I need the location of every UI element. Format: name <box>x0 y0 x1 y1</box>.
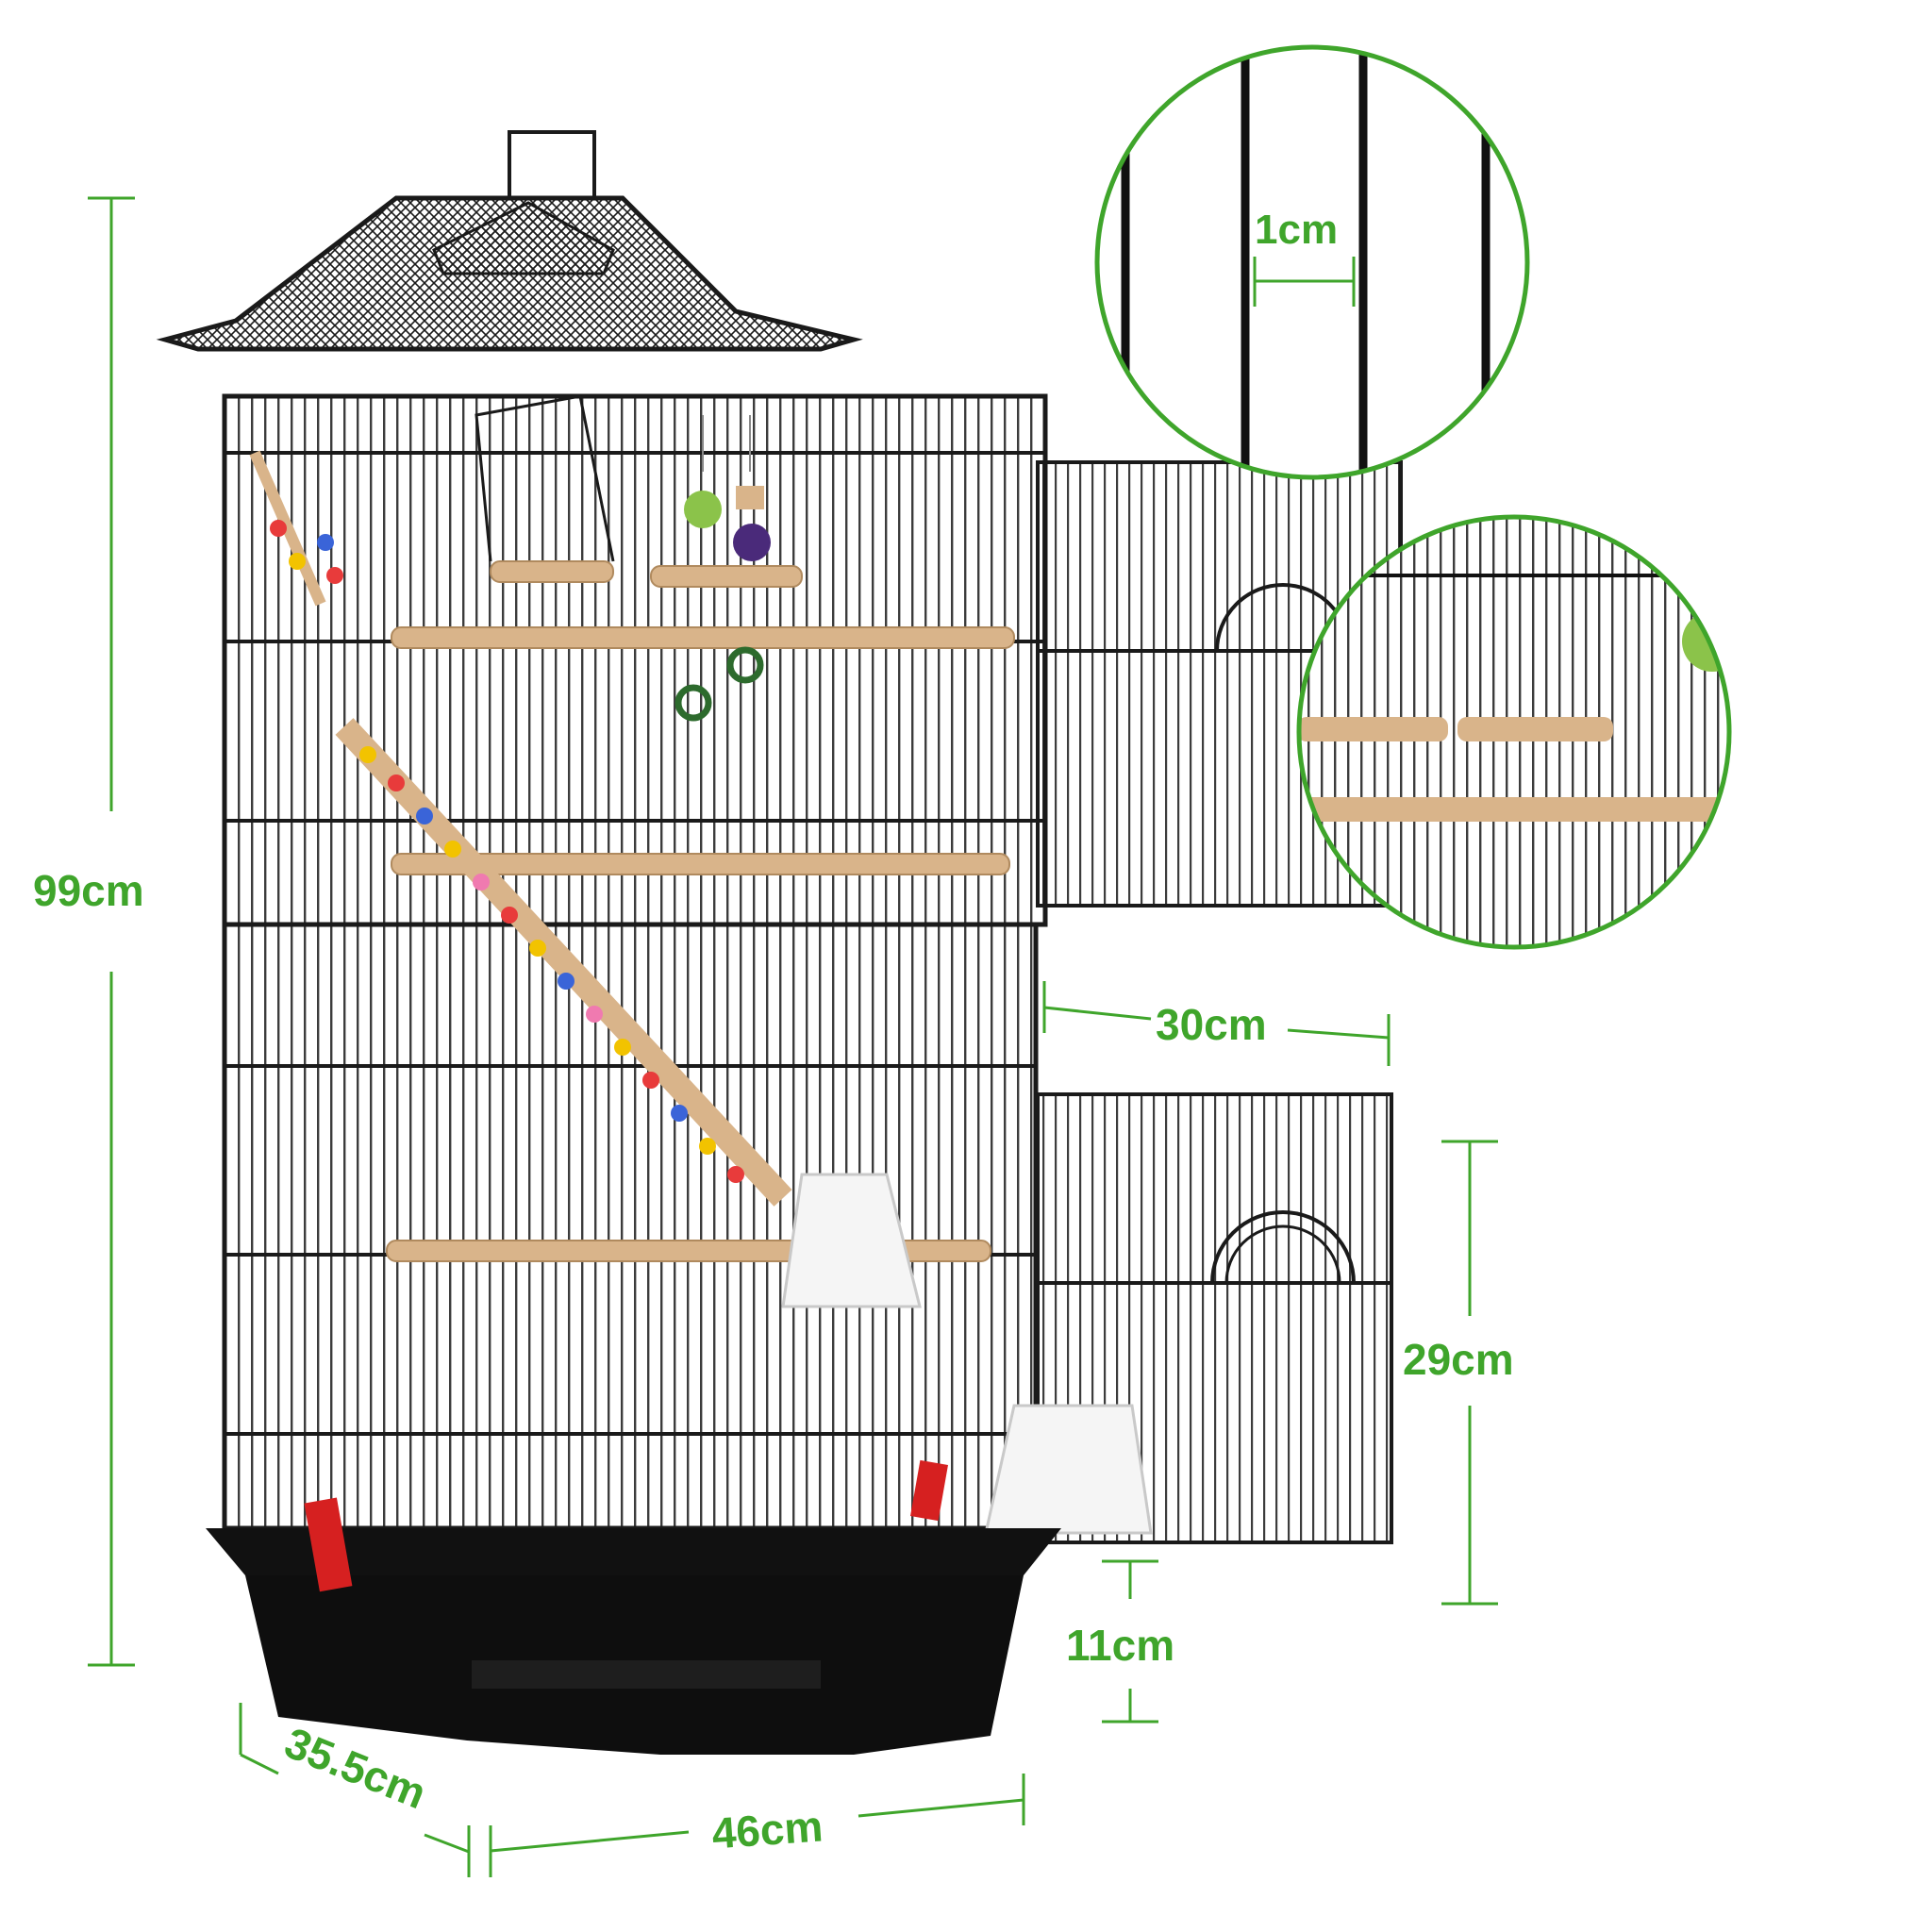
door-height-label: 29cm <box>1403 1335 1514 1384</box>
dimension-lines <box>88 196 1498 1877</box>
perch <box>490 560 614 583</box>
width-label: 46cm <box>710 1801 824 1857</box>
feeder <box>984 1404 1153 1535</box>
perch <box>391 626 1015 649</box>
feeder-height-label: 11cm <box>1066 1621 1174 1670</box>
cage-lower-body <box>225 924 1036 1528</box>
base-tray <box>206 1459 1061 1755</box>
hanging-bead-toy <box>249 450 343 607</box>
height-label: 99cm <box>33 866 144 915</box>
door-gap-label: 30cm <box>1156 1000 1267 1049</box>
feeder <box>781 1173 922 1308</box>
bead-ladder <box>335 718 792 1207</box>
perch <box>650 565 803 588</box>
cage-upper-body <box>225 396 1045 924</box>
toys-callout <box>1296 514 1732 950</box>
feeders <box>781 1173 1153 1535</box>
cage <box>156 130 1403 1755</box>
bar-spacing-callout: 1cm <box>1094 44 1530 480</box>
swing <box>475 394 615 562</box>
bar-spacing-label: 1cm <box>1255 207 1338 253</box>
hanging-ball-toy <box>675 415 771 722</box>
cage-handle <box>508 130 596 198</box>
perch <box>391 853 1010 875</box>
